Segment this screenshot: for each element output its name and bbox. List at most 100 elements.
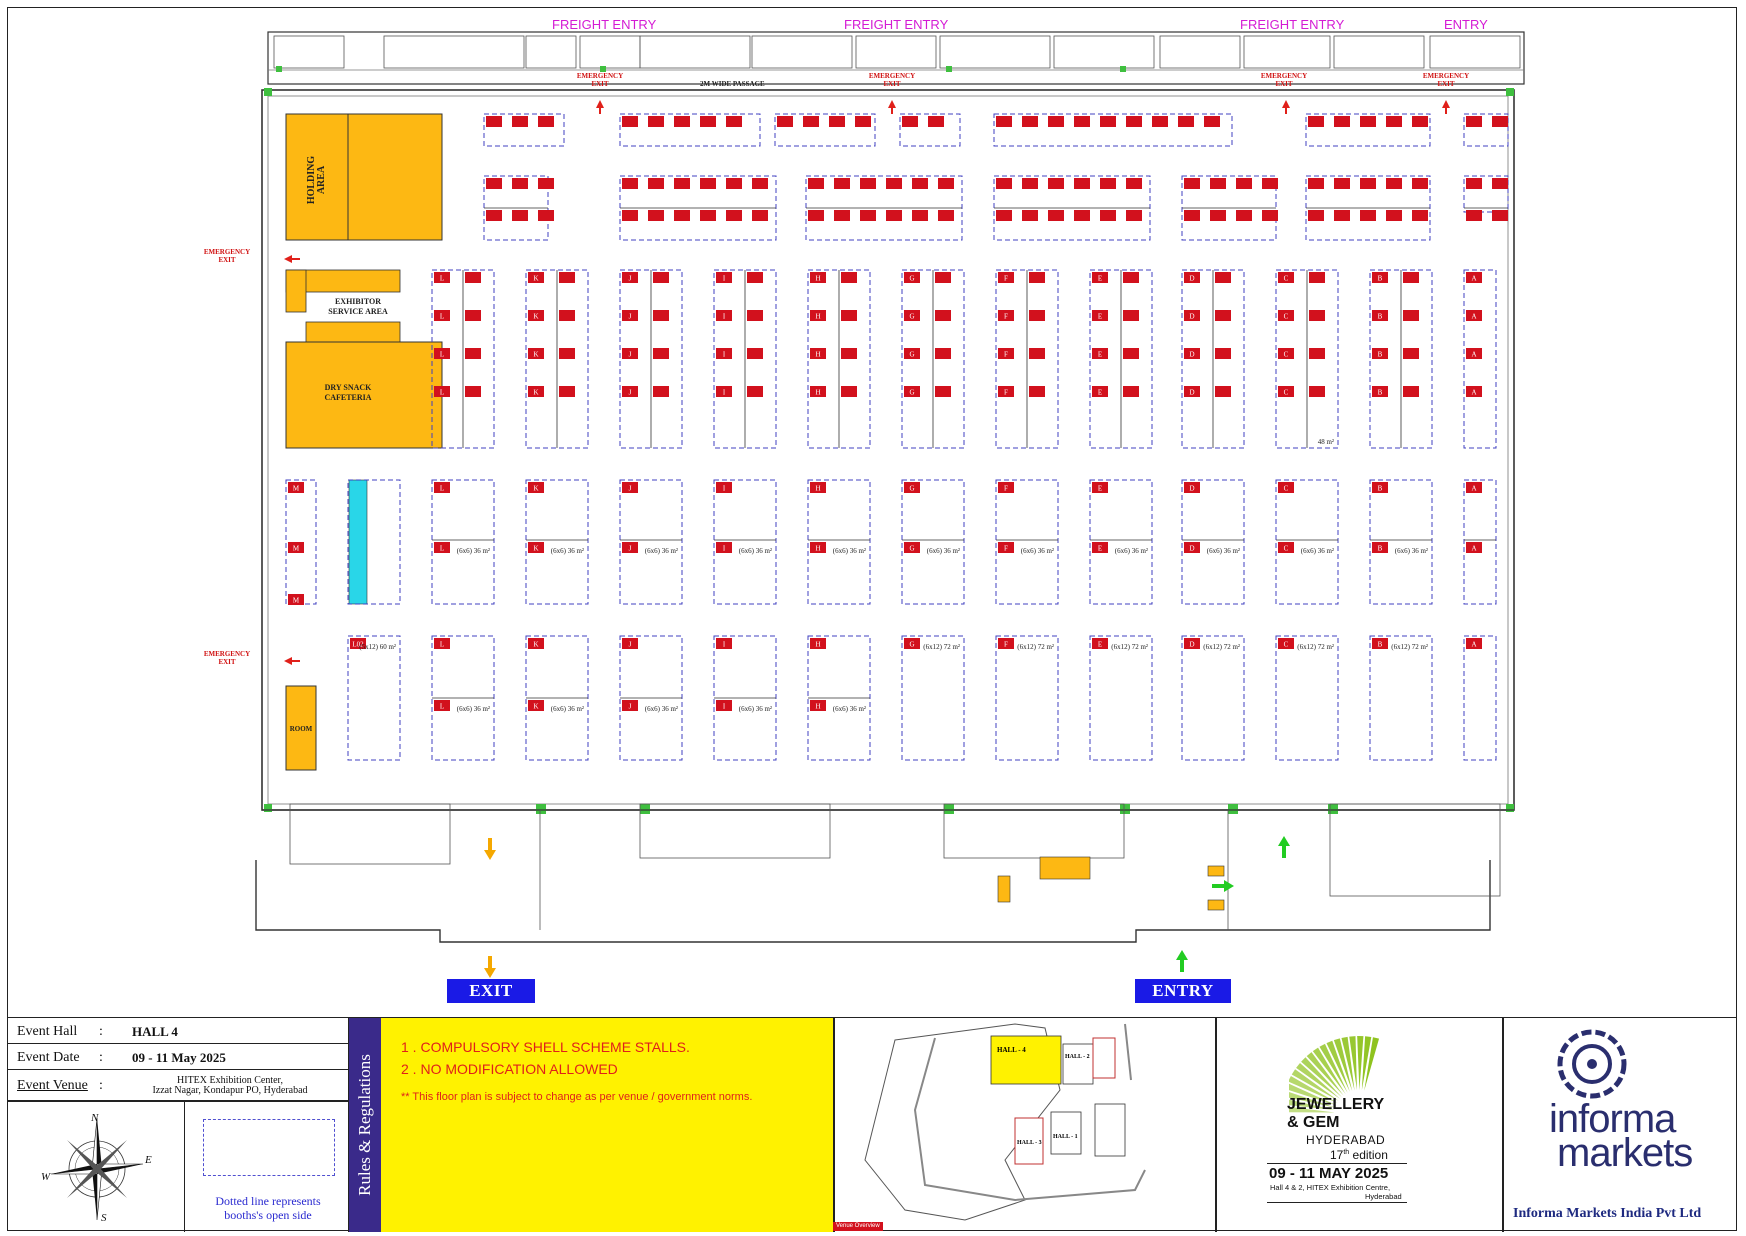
booth-block [1275, 635, 1339, 761]
stall-tag [622, 700, 638, 711]
event-hall-label: Event Hall [17, 1024, 78, 1039]
stall-tag-label: F [1004, 545, 1008, 553]
stall-tag [1126, 210, 1142, 221]
cafeteria-label: DRY SNACK CAFETERIA [324, 383, 372, 402]
stall-tag [434, 482, 450, 493]
stall-tag [1403, 272, 1419, 283]
stall-size-label: (6x6) 36 m² [645, 705, 678, 713]
stall-tag-label: D [1189, 351, 1194, 359]
booth-block [1463, 635, 1497, 761]
stall-tag [1403, 310, 1419, 321]
burst-ray [1312, 1047, 1346, 1095]
stall-tag-label: B [1378, 275, 1383, 283]
stall-tag [1236, 210, 1252, 221]
stall-tag [1278, 542, 1294, 553]
stall-tag-label: K [533, 641, 538, 649]
stall-tag [1092, 638, 1108, 649]
stall-tag [653, 348, 669, 359]
stall-tag [434, 386, 450, 397]
booth-block [1089, 635, 1153, 761]
stall-tag [1308, 178, 1324, 189]
stall-tag [935, 386, 951, 397]
stall-tag-label: B [1378, 641, 1383, 649]
entry-button[interactable]: ENTRY [1135, 979, 1231, 1003]
stall-tag [1178, 116, 1194, 127]
stall-tag-label: K [533, 313, 538, 321]
stall-size-label: (6x6) 36 m² [1395, 547, 1428, 555]
stall-tag [998, 386, 1014, 397]
stall-tag [810, 638, 826, 649]
stall-tag [716, 348, 732, 359]
stall-tag [1360, 116, 1376, 127]
stall-tag [674, 116, 690, 127]
freight-entry-label-1: FREIGHT ENTRY [552, 17, 657, 32]
stall-tag [928, 116, 944, 127]
room-label: ROOM [289, 725, 313, 733]
stall-tag [1466, 272, 1482, 283]
stall-tag [1210, 178, 1226, 189]
stall-tag-label: J [629, 313, 632, 321]
stall-size-label: 48 m² [1318, 438, 1334, 446]
stall-tag-label: E [1098, 545, 1102, 553]
stall-tag [648, 178, 664, 189]
freight-entry-label-3: FREIGHT ENTRY [1240, 17, 1345, 32]
stall-tag-label: I [723, 275, 726, 283]
stall-tag-label: M [293, 597, 300, 605]
stall-tag [726, 116, 742, 127]
stall-tag [1123, 272, 1139, 283]
stall-tag [1215, 310, 1231, 321]
stall-tag [1492, 178, 1508, 189]
event-hall-value: HALL 4 [132, 1024, 178, 1039]
stall-tag [1092, 272, 1108, 283]
stall-tag [288, 542, 304, 553]
stall-tag [902, 116, 918, 127]
stall-tag-label: I [723, 351, 726, 359]
stall-tag-label: E [1098, 351, 1102, 359]
compass-e: E [145, 1154, 152, 1166]
stall-tag [1022, 210, 1038, 221]
stall-tag [904, 638, 920, 649]
stall-tag-label: H [815, 351, 820, 359]
burst-ray [1289, 1106, 1336, 1113]
emergency-exit-label-left-2: EMERGENCY EXIT [203, 650, 251, 666]
stall-tag [1403, 386, 1419, 397]
stall-tag-label: H [815, 389, 820, 397]
stall-tag [674, 210, 690, 221]
stall-tag-label: J [629, 351, 632, 359]
emergency-exit-label-top-3: EMERGENCY EXIT [1260, 72, 1308, 88]
stall-tag [716, 310, 732, 321]
stall-tag [1048, 210, 1064, 221]
stall-tag-label: H [815, 485, 820, 493]
stall-tag [1074, 178, 1090, 189]
stall-tag [1184, 178, 1200, 189]
stall-tag [434, 542, 450, 553]
jewellery-gem-burst-icon [1289, 1036, 1380, 1113]
stall-tag [1123, 348, 1139, 359]
stall-tag [841, 386, 857, 397]
stall-tag [1278, 638, 1294, 649]
booth-block [995, 479, 1059, 605]
stall-tag [1372, 386, 1388, 397]
stall-tag [1184, 210, 1200, 221]
stall-tag-label: C [1284, 351, 1289, 359]
stall-tag [1092, 386, 1108, 397]
stall-tag [716, 700, 732, 711]
stall-tag [996, 210, 1012, 221]
show-name-line2: & GEM [1287, 1114, 1340, 1131]
exit-button[interactable]: EXIT [447, 979, 535, 1003]
booth-block [1463, 113, 1509, 147]
burst-ray [1357, 1036, 1364, 1091]
booth-block [899, 113, 961, 147]
stall-tag [938, 178, 954, 189]
passage-label: 2M WIDE PASSAGE [700, 80, 765, 88]
stall-tag [653, 386, 669, 397]
stall-tag [1309, 348, 1325, 359]
booth-block [483, 113, 565, 147]
stall-tag-label: A [1471, 545, 1476, 553]
stall-tag [512, 116, 528, 127]
stall-tag [1334, 178, 1350, 189]
legend-text: Dotted line represents booths's open sid… [203, 1194, 333, 1222]
stall-tag [648, 210, 664, 221]
stall-tag [465, 348, 481, 359]
